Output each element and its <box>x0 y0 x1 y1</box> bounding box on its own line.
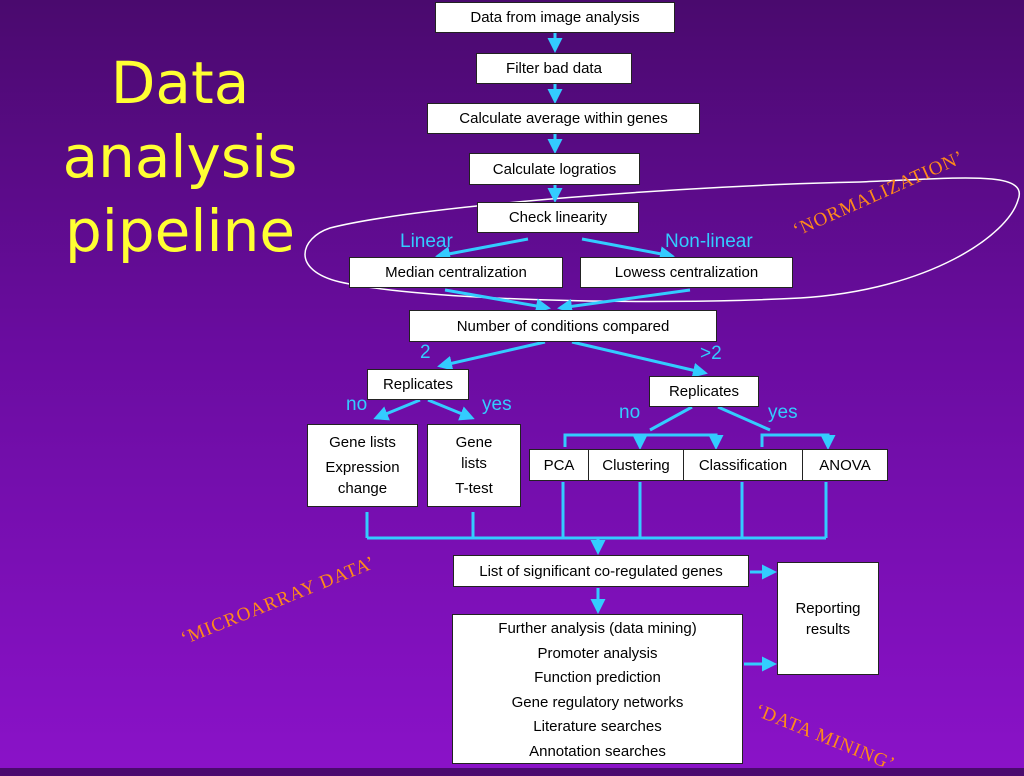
box-data-from-image[interactable]: Data from image analysis <box>435 2 675 33</box>
further-item-1: Promoter analysis <box>537 644 658 662</box>
gene-lists-ttest-title: Gene lists <box>455 434 493 472</box>
arrow-replicates-right-yes <box>717 405 771 432</box>
box-replicates-right[interactable]: Replicates <box>649 376 759 407</box>
label-gt2: >2 <box>700 343 722 364</box>
further-item-2: Function prediction <box>534 669 661 686</box>
arrow-linearity-to-median <box>435 237 529 262</box>
bracket-right <box>760 433 836 450</box>
label-nonlinear: Non-linear <box>665 231 753 252</box>
label-no-left: no <box>346 394 368 415</box>
arrow-replicates-right-no <box>649 405 693 432</box>
label-no-right: no <box>619 402 641 423</box>
box-anova[interactable]: ANOVA <box>802 449 888 481</box>
box-replicates-left[interactable]: Replicates <box>367 369 469 400</box>
further-item-0: Further analysis (data mining) <box>498 620 697 637</box>
box-gene-lists-expression[interactable]: Gene lists Expression change <box>307 424 418 507</box>
further-item-3: Gene regulatory networks <box>511 693 684 711</box>
label-linear: Linear <box>400 231 453 252</box>
box-calculate-logratios[interactable]: Calculate logratios <box>469 153 640 185</box>
box-reporting-results[interactable]: Reporting results <box>777 562 879 675</box>
box-filter-bad-data[interactable]: Filter bad data <box>476 53 632 84</box>
box-lowess-centralization[interactable]: Lowess centralization <box>580 257 793 288</box>
arrow-median-to-conditions <box>444 288 551 314</box>
box-clustering[interactable]: Clustering <box>588 449 684 481</box>
gene-lists-ttest-method: T-test <box>455 480 493 497</box>
box-number-of-conditions[interactable]: Number of conditions compared <box>409 310 717 342</box>
box-gene-lists-ttest[interactable]: Gene lists T-test <box>427 424 521 507</box>
slide-title: Data analysis pipeline <box>62 49 298 265</box>
label-two: 2 <box>420 342 431 363</box>
arrow-linearity-to-lowess <box>581 237 675 262</box>
box-calculate-average[interactable]: Calculate average within genes <box>427 103 700 134</box>
arrow-replicates-to-no <box>373 398 421 421</box>
box-median-centralization[interactable]: Median centralization <box>349 257 563 288</box>
arrow-lowess-to-conditions <box>557 288 691 314</box>
box-further-analysis[interactable]: Further analysis (data mining) Promoter … <box>452 614 743 764</box>
label-yes-right: yes <box>768 402 798 423</box>
gene-lists-expr-title: Gene lists <box>329 434 396 451</box>
box-classification[interactable]: Classification <box>683 449 803 481</box>
gene-lists-expr-method: Expression change <box>325 459 400 497</box>
arrow-conditions-to-replicates-right <box>571 340 708 378</box>
box-significant-genes[interactable]: List of significant co-regulated genes <box>453 555 749 587</box>
label-yes-left: yes <box>482 394 512 415</box>
arrow-conditions-to-replicates-left <box>437 340 546 371</box>
box-pca[interactable]: PCA <box>529 449 589 481</box>
further-item-4: Literature searches <box>533 718 662 735</box>
box-check-linearity[interactable]: Check linearity <box>477 202 639 233</box>
further-item-5: Annotation searches <box>529 742 666 760</box>
arrow-replicates-to-yes <box>427 398 475 421</box>
